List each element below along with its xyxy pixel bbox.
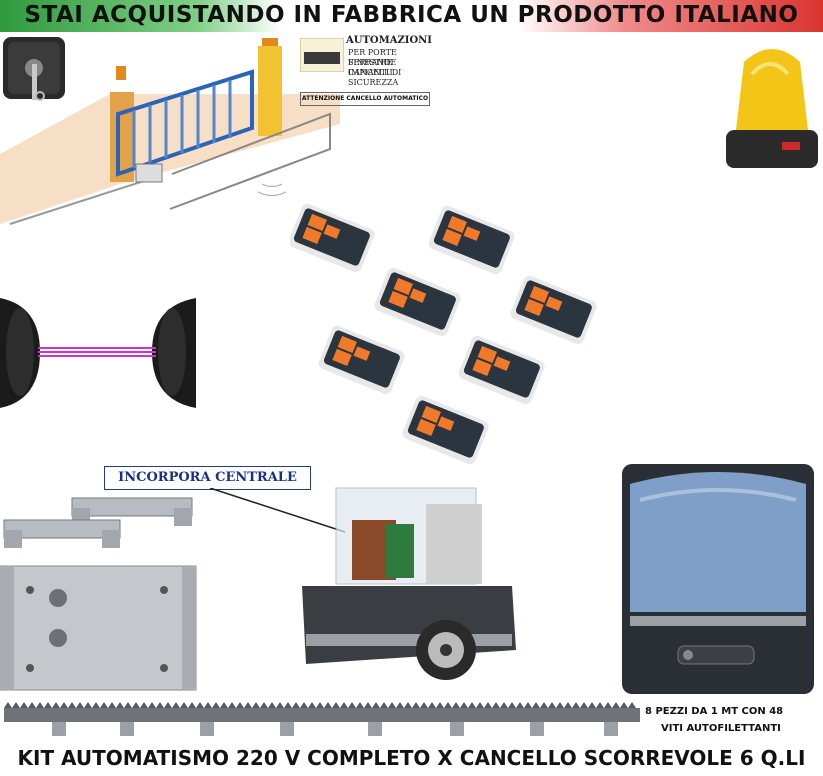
brand-line-2: SERRANDE CANCELLI	[348, 58, 397, 77]
remote-4-icon	[508, 274, 599, 346]
brand-line-1: PER PORTE FINESTRE	[348, 48, 397, 67]
remote-2-icon	[426, 204, 517, 276]
tricolor-banner	[0, 0, 823, 32]
callout-arrow	[209, 488, 346, 533]
remote-1-icon	[290, 202, 377, 274]
rack-note-line-1: 8 PEZZI DA 1 MT CON 48	[645, 706, 784, 717]
rack-note: 8 PEZZI DA 1 MT CON 48 VITI AUTOFILETTAN…	[645, 703, 823, 737]
kit-title: KIT AUTOMATISMO 220 V COMPLETO X CANCELL…	[17, 746, 806, 770]
remote-6-icon	[456, 334, 547, 406]
remote-controls-group	[290, 202, 599, 466]
remote-7-icon	[400, 394, 491, 466]
flashing-lamp-image	[726, 49, 818, 168]
brand-tagline: AUTOMAZIONI	[346, 35, 432, 46]
photocells-image	[0, 298, 196, 408]
banner-title: STAI ACQUISTANDO IN FABBRICA UN PRODOTTO…	[24, 2, 799, 28]
key-selector-image	[3, 37, 65, 101]
incorpora-centrale-label: INCORPORA CENTRALE	[104, 466, 311, 490]
remote-5-icon	[316, 324, 407, 396]
brand-emblem-icon	[300, 38, 344, 72]
brand-logo-block: AUTOMAZIONI PER PORTE FINESTRE SERRANDE …	[300, 36, 432, 106]
sliding-gate-scene	[0, 38, 340, 225]
remote-3-icon	[372, 266, 463, 338]
gear-rack-image	[4, 702, 640, 736]
gate-warning-sign: ATTENZIONE CANCELLO AUTOMATICO	[300, 92, 430, 106]
mounting-plate-image	[0, 497, 197, 691]
rack-note-line-2: VITI AUTOFILETTANTI	[661, 723, 781, 734]
brand-line-3: IMPIANTI DI SICUREZZA	[348, 68, 402, 87]
gear-motor-image	[302, 487, 516, 680]
covered-motor-image	[622, 464, 814, 694]
